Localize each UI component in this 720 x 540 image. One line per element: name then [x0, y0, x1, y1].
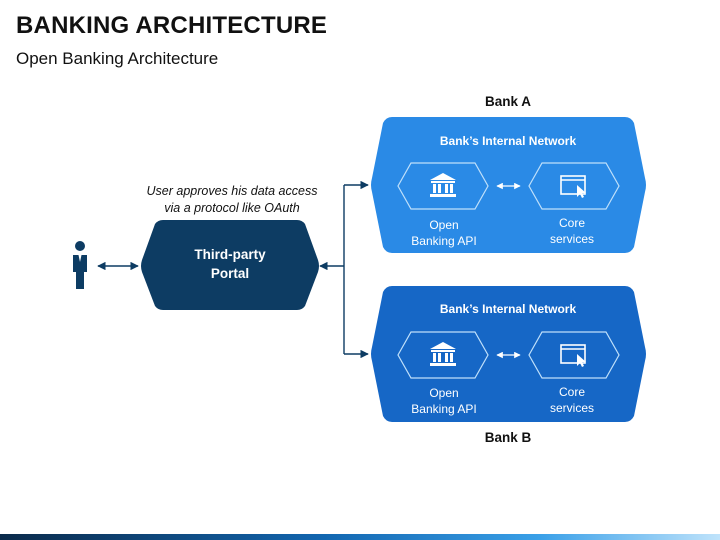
- bank-a-api-label-line1: Open: [429, 218, 458, 232]
- bank-b-core-label-line1: Core: [559, 385, 585, 399]
- bank-a-api-box: [397, 162, 489, 210]
- bank-b-label: Bank B: [485, 430, 532, 445]
- bank-a-api-label-line2: Banking API: [411, 234, 476, 248]
- slide-title: BANKING ARCHITECTURE: [16, 12, 328, 39]
- bank-a-core-box: [528, 162, 620, 210]
- bank-a-core-label-line1: Core: [559, 216, 585, 230]
- oauth-note-line2: via a protocol like OAuth: [164, 201, 300, 215]
- bank-a-core-label-line2: services: [550, 232, 594, 246]
- third-party-portal: Third-party Portal: [141, 220, 319, 310]
- bank-a-network-title: Bank’s Internal Network: [440, 134, 577, 148]
- oauth-note-line1: User approves his data access: [147, 184, 318, 198]
- bank-b-core-label-line2: services: [550, 401, 594, 415]
- portal-label-line2: Portal: [211, 266, 249, 281]
- bank-b-api-label-line1: Open: [429, 386, 458, 400]
- bank-b-core-box: [528, 331, 620, 379]
- bank-b-api-box: [397, 331, 489, 379]
- browser-cursor-icon: [560, 175, 586, 198]
- bank-a-label: Bank A: [485, 94, 531, 109]
- bank-building-icon: [430, 342, 456, 366]
- portal-bank-connector: [319, 180, 369, 359]
- bank-b-network: Bank’s Internal Network Open Banki: [371, 286, 646, 422]
- bank-b-network-title: Bank’s Internal Network: [440, 302, 577, 316]
- browser-cursor-icon: [560, 344, 586, 367]
- bank-a-network: Bank’s Internal Network Open Banki: [371, 117, 646, 253]
- bank-building-icon: [430, 173, 456, 197]
- slide-subtitle: Open Banking Architecture: [16, 49, 219, 68]
- bank-b-api-label-line2: Banking API: [411, 402, 476, 416]
- portal-label-line1: Third-party: [194, 247, 266, 262]
- footer-bar: [0, 534, 720, 540]
- person-icon: [73, 241, 87, 289]
